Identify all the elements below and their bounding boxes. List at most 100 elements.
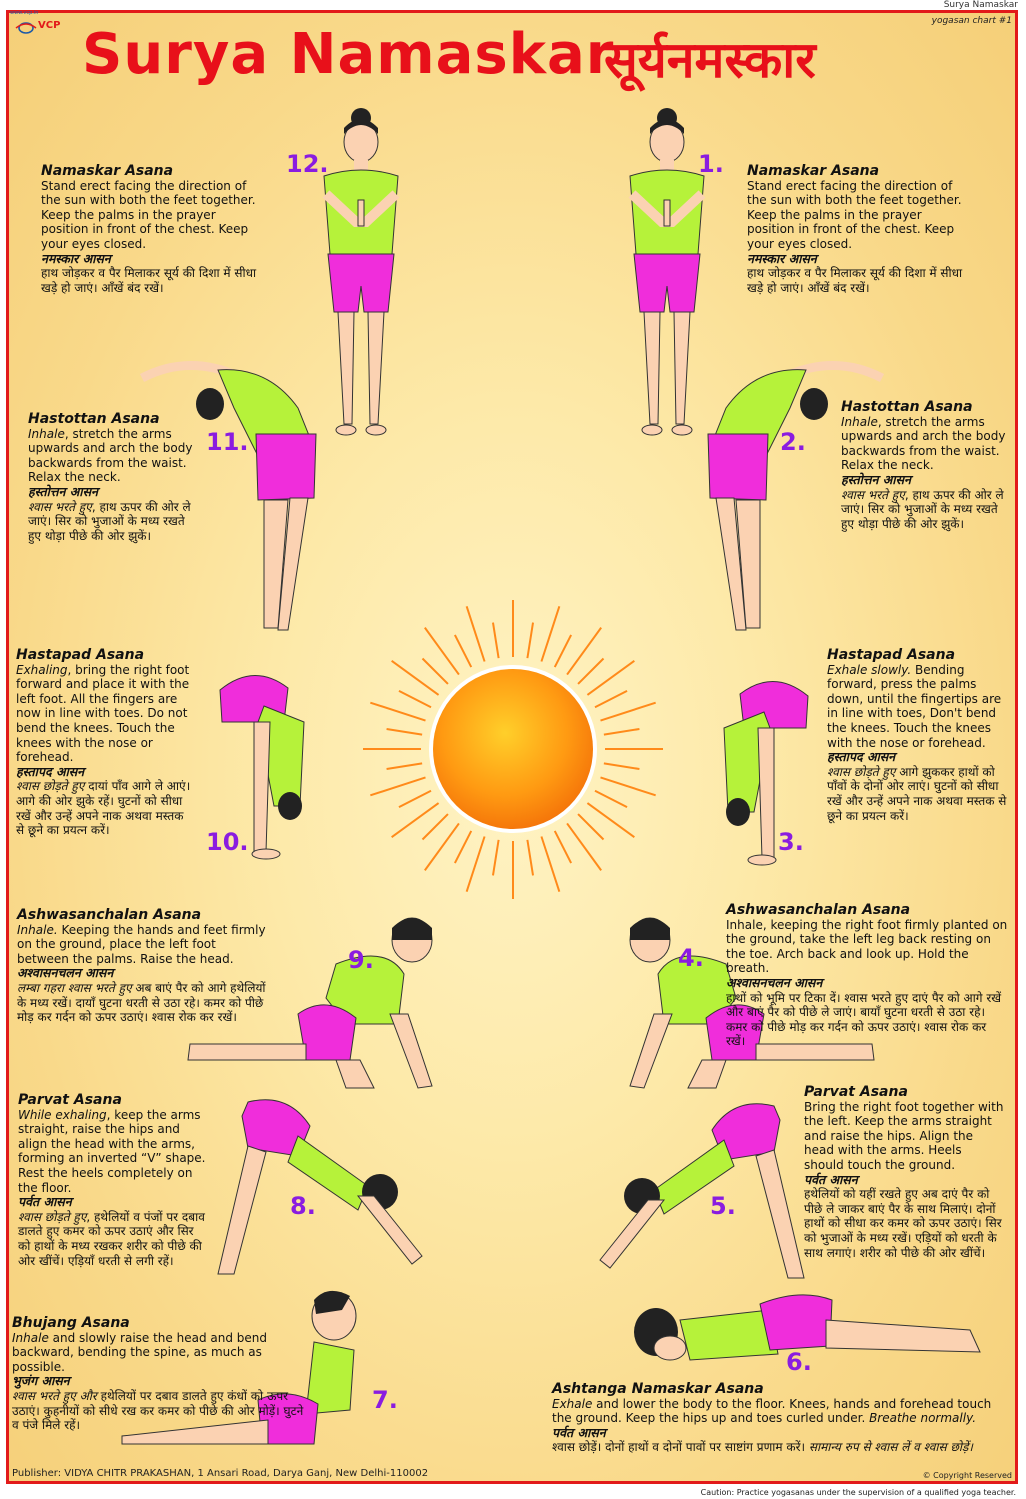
step-2-title-hi: हस्तोत्तन आसन bbox=[841, 471, 911, 487]
step-8-desc-hi: , हथेलियों व पंजों पर दबाव डालते हुए कमर… bbox=[18, 1209, 205, 1268]
step-8-lead-hi: श्वास छोड़ते हुए bbox=[18, 1209, 87, 1224]
sun-ray bbox=[421, 813, 449, 841]
sun-ray bbox=[566, 822, 602, 871]
step-11-text: Hastottan Asana Inhale, stretch the arms… bbox=[28, 412, 193, 543]
figure-step-1 bbox=[628, 108, 706, 436]
step-7-title-hi: भुजंग आसन bbox=[12, 1373, 70, 1389]
sun-ray bbox=[600, 776, 656, 797]
step-3-title-hi: हस्तापद आसन bbox=[827, 749, 896, 765]
sun-ray bbox=[491, 839, 500, 876]
caution-note: Caution: Practice yogasanas under the su… bbox=[700, 1488, 1016, 1497]
sun-ray bbox=[465, 836, 486, 892]
step-9-lead: Inhale. bbox=[17, 922, 58, 937]
step-number-7: 7. bbox=[372, 1386, 398, 1414]
step-number-10: 10. bbox=[206, 828, 249, 856]
step-2-desc: , stretch the arms upwards and arch the … bbox=[841, 414, 1006, 473]
sun-ray bbox=[424, 822, 460, 871]
step-10-title: Hastapad Asana bbox=[16, 647, 145, 663]
step-number-12: 12. bbox=[286, 150, 329, 178]
step-number-5: 5. bbox=[710, 1192, 736, 1220]
step-2-desc-hi: , हाथ ऊपर की ओर ले जाएं। सिर को भुजाओं क… bbox=[841, 487, 1004, 531]
publisher-line: Publisher: VIDYA CHITR PRAKASHAN, 1 Ansa… bbox=[12, 1468, 429, 1479]
figure-step-12 bbox=[322, 108, 400, 436]
step-3-lead-hi: श्वास छोड़ते हुए bbox=[827, 764, 896, 779]
step-number-6: 6. bbox=[786, 1348, 812, 1376]
sun-ray bbox=[370, 776, 426, 797]
step-10-lead: Exhaling bbox=[16, 662, 68, 677]
figure-step-7 bbox=[121, 1290, 357, 1445]
step-5-desc-hi: हथेलियों को यहीं रखते हुए अब दाएं पैर को… bbox=[804, 1187, 1002, 1260]
step-number-2: 2. bbox=[780, 428, 806, 456]
step-number-11: 11. bbox=[206, 428, 249, 456]
step-4-text: Ashwasanchalan Asana Inhale, keeping the… bbox=[726, 903, 1008, 1049]
sun-ray bbox=[577, 657, 605, 685]
sun-ray bbox=[603, 727, 640, 736]
sun-ray bbox=[586, 802, 635, 838]
sun-ray bbox=[553, 830, 573, 864]
step-7-lead-hi: श्वास भरते हुए और bbox=[12, 1388, 97, 1403]
header-caption: Surya Namaskar bbox=[943, 0, 1018, 10]
step-11-lead: Inhale bbox=[28, 426, 65, 441]
step-8-title-hi: पर्वत आसन bbox=[18, 1194, 72, 1210]
sun-ray bbox=[526, 622, 535, 659]
figure-step-9 bbox=[187, 917, 433, 1089]
step-7-desc: and slowly raise the head and bend backw… bbox=[12, 1330, 267, 1374]
step-3-lead: Exhale slowly. bbox=[827, 662, 912, 677]
step-5-title: Parvat Asana bbox=[804, 1084, 908, 1100]
sun-ray bbox=[594, 789, 628, 809]
step-5-desc: Bring the right foot together with the l… bbox=[804, 1099, 1004, 1172]
step-1-title-hi: नमस्कार आसन bbox=[747, 250, 817, 266]
step-10-desc-hi: दायां पाँव आगे ले आएं। आगे की ओर झुके रह… bbox=[16, 779, 191, 838]
step-6-desc-hi: श्वास छोड़ें। दोनों हाथों व दोनों पावों … bbox=[552, 1440, 809, 1455]
step-3-title: Hastapad Asana bbox=[827, 647, 956, 663]
step-10-title-hi: हस्तापद आसन bbox=[16, 763, 85, 779]
sun-ray bbox=[453, 634, 473, 668]
step-8-title: Parvat Asana bbox=[18, 1092, 122, 1108]
logo-url: www.vcp.in bbox=[10, 10, 39, 16]
logo-text: VCP bbox=[38, 20, 61, 31]
step-6-text: Ashtanga Namaskar Asana Exhale and lower… bbox=[552, 1382, 1010, 1455]
figure-step-11 bbox=[139, 361, 317, 631]
sun-ray bbox=[421, 657, 449, 685]
sun-ray bbox=[424, 627, 460, 676]
step-8-lead: While exhaling bbox=[18, 1107, 107, 1122]
step-number-4: 4. bbox=[678, 944, 704, 972]
sun-ray bbox=[603, 762, 640, 771]
step-2-title: Hastottan Asana bbox=[841, 399, 973, 415]
step-6-tail: Breathe normally. bbox=[869, 1411, 977, 1426]
step-2-lead-hi: श्वास भरते हुए bbox=[841, 487, 905, 502]
step-1-desc-hi: हाथ जोड़कर व पैर मिलाकर सूर्य की दिशा मे… bbox=[747, 266, 963, 295]
step-1-text: Namaskar Asana Stand erect facing the di… bbox=[747, 164, 972, 295]
sun-ray bbox=[453, 830, 473, 864]
step-4-desc-hi: हाथों को भूमि पर टिका दें। श्वास भरते हु… bbox=[726, 990, 1002, 1049]
step-10-desc: , bring the right foot forward and place… bbox=[16, 662, 190, 765]
sun-ray bbox=[600, 701, 656, 722]
step-number-8: 8. bbox=[290, 1192, 316, 1220]
step-5-title-hi: पर्वत आसन bbox=[804, 1171, 858, 1187]
sun-ray bbox=[594, 689, 628, 709]
sun-ray bbox=[491, 622, 500, 659]
step-11-title-hi: हस्तोत्तन आसन bbox=[28, 483, 98, 499]
step-2-text: Hastottan Asana Inhale, stretch the arms… bbox=[841, 400, 1006, 531]
figure-step-10 bbox=[219, 675, 305, 860]
step-7-desc-hi: हथेलियों पर दबाव डालते हुए कंधों को ऊपर … bbox=[12, 1388, 304, 1433]
step-4-desc: Inhale, keeping the right foot firmly pl… bbox=[726, 917, 1008, 976]
page-title-hindi: सूर्यनमस्कार bbox=[604, 31, 816, 89]
sun-ray bbox=[586, 660, 635, 696]
step-4-title-hi: अश्वासनचलन आसन bbox=[726, 974, 823, 990]
step-8-text: Parvat Asana While exhaling, keep the ar… bbox=[18, 1093, 208, 1268]
step-8-desc: , keep the arms straight, raise the hips… bbox=[18, 1107, 206, 1195]
step-9-title-hi: अश्वासनचलन आसन bbox=[17, 965, 114, 981]
step-7-title: Bhujang Asana bbox=[12, 1315, 130, 1331]
figure-step-3 bbox=[723, 681, 809, 866]
sun-ray bbox=[370, 701, 426, 722]
sun-ray bbox=[386, 762, 423, 771]
step-6-lead: Exhale bbox=[552, 1396, 593, 1411]
figure-step-8 bbox=[217, 1099, 423, 1275]
sun-ray bbox=[398, 689, 432, 709]
step-11-lead-hi: श्वास भरते हुए bbox=[28, 499, 92, 514]
copyright: © Copyright Reserved bbox=[922, 1471, 1012, 1480]
sun-ray bbox=[465, 606, 486, 662]
sun-ray bbox=[386, 727, 423, 736]
step-number-3: 3. bbox=[778, 828, 804, 856]
